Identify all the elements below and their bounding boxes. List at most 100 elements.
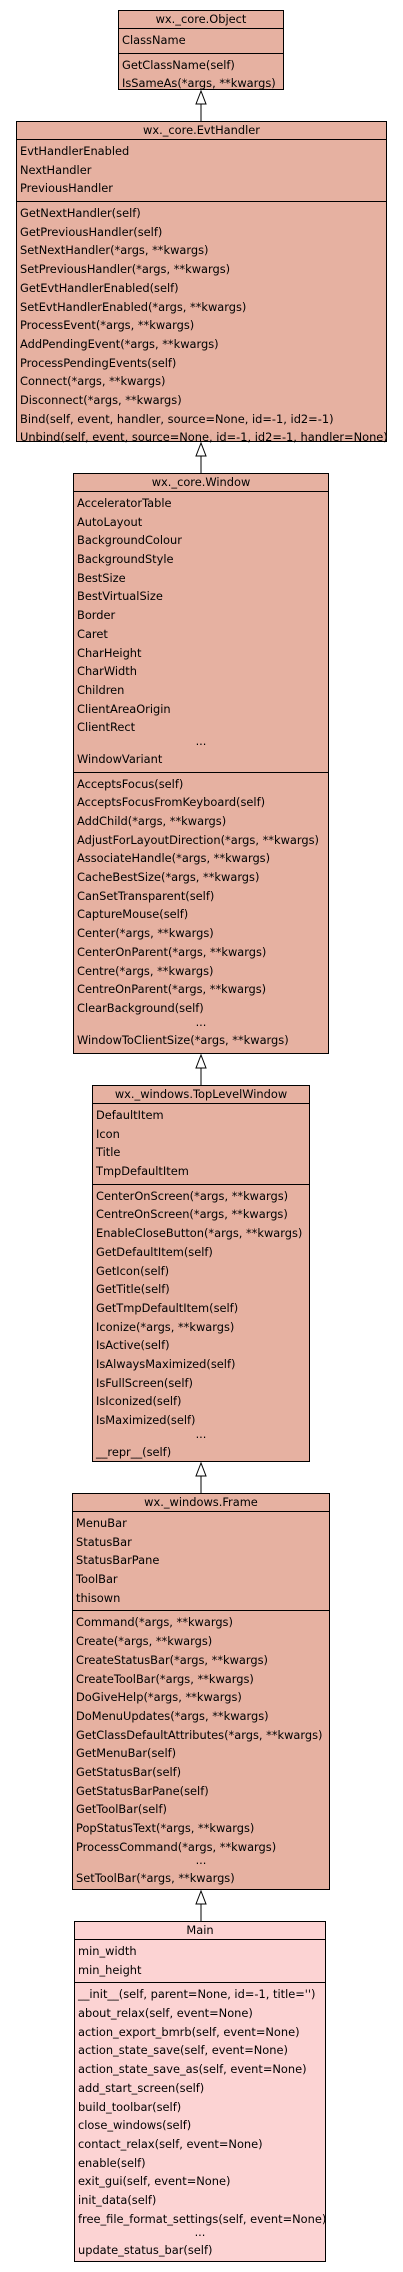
method-centeronparent: CenterOnParent(*args, **kwargs) xyxy=(77,944,267,959)
method-adjustforlayoutdirection: AdjustForLayoutDirection(*args, **kwargs… xyxy=(77,832,319,847)
attribute-classname: ClassName xyxy=(122,33,186,47)
attribute-acceleratortable: AcceleratorTable xyxy=(77,496,172,510)
attribute-icon: Icon xyxy=(96,1126,120,1141)
method-action-state-save: action_state_save(self, event=None) xyxy=(78,2043,288,2058)
method-getstatusbarpane: GetStatusBarPane(self) xyxy=(76,1783,209,1798)
attribute-nexthandler: NextHandler xyxy=(20,162,92,177)
method-ismaximized: IsMaximized(self) xyxy=(96,1413,196,1427)
method-close-windows: close_windows(self) xyxy=(78,2118,192,2133)
method-isfullscreen: IsFullScreen(self) xyxy=(96,1375,193,1390)
method-isiconized: IsIconized(self) xyxy=(96,1394,182,1409)
method-acceptsfocus: AcceptsFocus(self) xyxy=(77,776,184,791)
method-domenuupdates: DoMenuUpdates(*args, **kwargs) xyxy=(76,1708,269,1723)
method-createtoolbar: CreateToolBar(*args, **kwargs) xyxy=(76,1671,254,1686)
attribute-clientrect: ClientRect xyxy=(77,720,136,735)
attribute-evthandlerenabled: EvtHandlerEnabled xyxy=(20,144,130,158)
method-getmenubar: GetMenuBar(self) xyxy=(76,1746,177,1761)
method-about-relax: about_relax(self, event=None) xyxy=(78,2006,253,2021)
method-repr: __repr__(self) xyxy=(96,1444,172,1459)
edge-toplevelwindow-to-window xyxy=(195,1053,207,1085)
method-processcommand: ProcessCommand(*args, **kwargs) xyxy=(76,1839,277,1854)
ellipsis-row: ... xyxy=(195,1856,207,1868)
method-geticon: GetIcon(self) xyxy=(96,1263,170,1278)
method-getnexthandler: GetNextHandler(self) xyxy=(20,206,141,221)
attribute-bestsize: BestSize xyxy=(77,570,126,585)
attribute-windowvariant: WindowVariant xyxy=(77,751,163,766)
ellipsis-row: ... xyxy=(194,2228,206,2240)
edge-evthandler-to-object xyxy=(195,89,207,121)
method-getclassdefaultattributes: GetClassDefaultAttributes(*args, **kwarg… xyxy=(76,1727,323,1742)
method-issameas: IsSameAs(*args, **kwargs) xyxy=(122,76,276,91)
attribute-charheight: CharHeight xyxy=(77,645,142,660)
attribute-caret: Caret xyxy=(77,626,108,641)
method-setevthandlerenabled: SetEvtHandlerEnabled(*args, **kwargs) xyxy=(20,299,247,314)
method-associatehandle: AssociateHandle(*args, **kwargs) xyxy=(77,851,271,866)
method-processpendingevents: ProcessPendingEvents(self) xyxy=(20,355,177,370)
class-title: wx._windows.TopLevelWindow xyxy=(93,1086,309,1104)
method-gettitle: GetTitle(self) xyxy=(96,1282,170,1297)
method-isalwaysmaximized: IsAlwaysMaximized(self) xyxy=(96,1356,236,1371)
edge-frame-to-toplevelwindow xyxy=(195,1461,207,1493)
method-addchild: AddChild(*args, **kwargs) xyxy=(77,814,227,828)
attribute-clientareaorigin: ClientAreaOrigin xyxy=(77,701,171,716)
attribute-previoushandler: PreviousHandler xyxy=(20,181,113,196)
method-gettoolbar: GetToolBar(self) xyxy=(76,1802,167,1817)
method-setnexthandler: SetNextHandler(*args, **kwargs) xyxy=(20,243,209,258)
attribute-statusbar: StatusBar xyxy=(76,1534,132,1549)
method-section: GetNextHandler(self) GetPreviousHandler(s… xyxy=(17,202,386,450)
method-getdefaultitem: GetDefaultItem(self) xyxy=(96,1244,213,1259)
method-action-state-save-as: action_state_save_as(self, event=None) xyxy=(78,2062,307,2077)
method-bind: Bind(self, event, handler, source=None, … xyxy=(20,411,334,426)
attribute-defaultitem: DefaultItem xyxy=(96,1108,164,1122)
method-cansettransparent: CanSetTransparent(self) xyxy=(77,888,215,903)
attribute-min-width: min_width xyxy=(78,1944,137,1958)
method-createstatusbar: CreateStatusBar(*args, **kwargs) xyxy=(76,1652,269,1667)
method-addpendingevent: AddPendingEvent(*args, **kwargs) xyxy=(20,336,219,351)
attribute-section: ClassName xyxy=(119,29,283,54)
attribute-backgroundcolour: BackgroundColour xyxy=(77,533,182,548)
class-title: wx._core.Object xyxy=(119,11,283,29)
method-clearbackground: ClearBackground(self) xyxy=(77,1000,204,1015)
class-title: wx._windows.Frame xyxy=(73,1494,329,1512)
method-add-start-screen: add_start_screen(self) xyxy=(78,2080,205,2095)
attribute-autolayout: AutoLayout xyxy=(77,514,143,529)
method-enableclosebutton: EnableCloseButton(*args, **kwargs) xyxy=(96,1226,303,1241)
method-update-status-bar: update_status_bar(self) xyxy=(78,2243,213,2258)
method-center: Center(*args, **kwargs) xyxy=(77,926,214,941)
method-getprevioushandler: GetPreviousHandler(self) xyxy=(20,224,163,239)
ellipsis-row: ... xyxy=(195,736,207,748)
attribute-title: Title xyxy=(96,1145,121,1160)
method-getevthandlerenabled: GetEvtHandlerEnabled(self) xyxy=(20,280,179,295)
method-getclassname: GetClassName(self) xyxy=(122,57,235,72)
attribute-toolbar: ToolBar xyxy=(76,1572,118,1587)
method-isactive: IsActive(self) xyxy=(96,1338,170,1353)
method-enable: enable(self) xyxy=(78,2155,146,2170)
attribute-charwidth: CharWidth xyxy=(77,664,137,679)
method-capturemouse: CaptureMouse(self) xyxy=(77,907,189,922)
attribute-tmpdefaultitem: TmpDefaultItem xyxy=(96,1164,189,1179)
attribute-thisown: thisown xyxy=(76,1590,121,1605)
method-centeronscreen: CenterOnScreen(*args, **kwargs) xyxy=(96,1188,289,1203)
edge-window-to-evthandler xyxy=(195,441,207,473)
attribute-statusbarpane: StatusBarPane xyxy=(76,1553,160,1568)
method-section: AcceptsFocus(self) AcceptsFocusFromKeyboa… xyxy=(74,773,328,1053)
attribute-min-height: min_height xyxy=(78,1962,142,1977)
method-disconnect: Disconnect(*args, **kwargs) xyxy=(20,392,182,407)
method-centre: Centre(*args, **kwargs) xyxy=(77,963,214,978)
method-init: __init__(self, parent=None, id=-1, title… xyxy=(78,1987,316,2002)
method-acceptsfocusfromkeyboard: AcceptsFocusFromKeyboard(self) xyxy=(77,795,266,810)
method-command: Command(*args, **kwargs) xyxy=(76,1615,233,1630)
attribute-border: Border xyxy=(77,608,116,623)
method-create: Create(*args, **kwargs) xyxy=(76,1634,213,1649)
